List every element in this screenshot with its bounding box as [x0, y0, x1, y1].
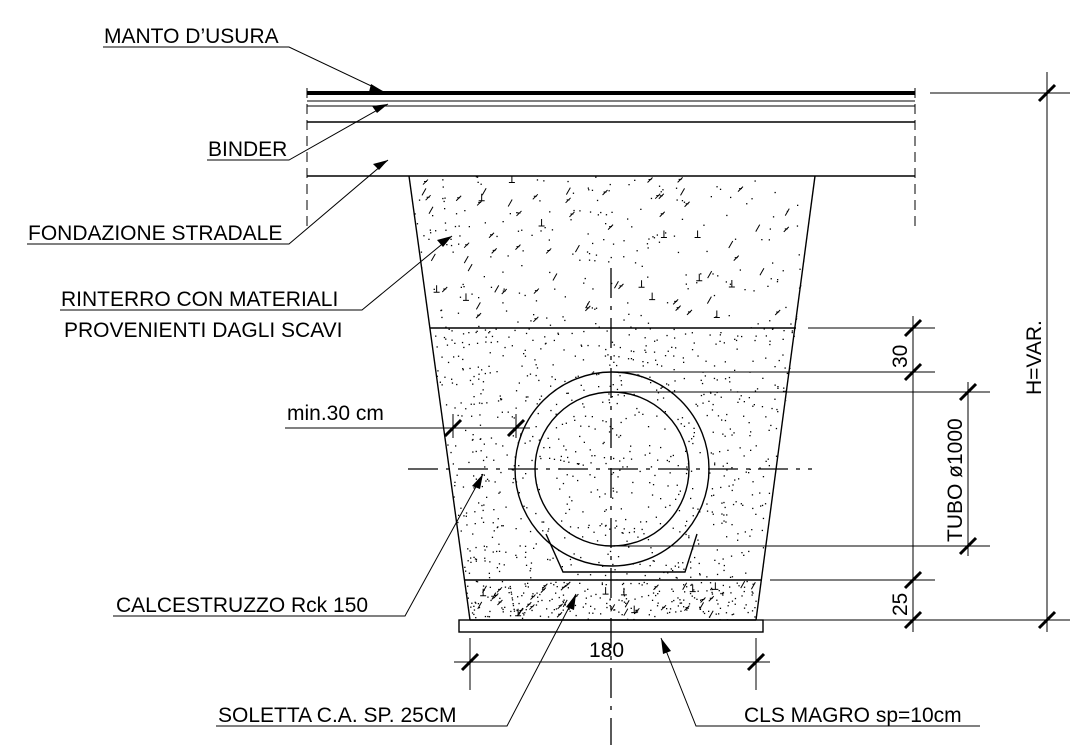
tick	[506, 418, 526, 438]
dim-pipe: TUBO ø1000	[944, 418, 967, 542]
leaders	[27, 46, 980, 727]
tick	[903, 610, 923, 630]
label-wearing-course: MANTO D’USURA	[104, 25, 279, 48]
label-min-side: min.30 cm	[287, 402, 384, 425]
road-pavement	[306, 88, 916, 228]
label-binder: BINDER	[208, 138, 287, 161]
slab-hatch	[466, 580, 762, 620]
trench-left-wall	[408, 175, 471, 621]
tick	[903, 318, 923, 338]
concrete-hatch	[430, 328, 796, 580]
tick	[1037, 610, 1057, 630]
tick	[958, 382, 978, 402]
dimension-lines	[430, 72, 1070, 690]
tick	[746, 652, 766, 672]
pipe-cradle	[545, 533, 698, 573]
trench-right-wall	[755, 175, 816, 621]
dim-cover: 30	[889, 345, 912, 368]
backfill-hatch	[409, 176, 806, 328]
label-slab: SOLETTA C.A. SP. 25CM	[218, 704, 456, 727]
labels: MANTO D’USURA BINDER FONDAZIONE STRADALE…	[28, 25, 1046, 727]
tick	[460, 652, 480, 672]
dim-base: 25	[889, 593, 912, 616]
label-backfill-line1: RINTERRO CON MATERIALI	[61, 288, 338, 311]
label-road-base: FONDAZIONE STRADALE	[28, 222, 282, 245]
tick	[903, 362, 923, 382]
tick	[958, 536, 978, 556]
label-concrete: CALCESTRUZZO Rck 150	[116, 594, 368, 617]
dim-height: H=VAR.	[1023, 320, 1046, 395]
label-lean-concrete: CLS MAGRO sp=10cm	[744, 704, 962, 727]
label-backfill-line2: PROVENIENTI DAGLI SCAVI	[64, 319, 343, 342]
dim-width: 180	[589, 639, 624, 662]
tick	[903, 570, 923, 590]
tick	[1037, 83, 1057, 103]
